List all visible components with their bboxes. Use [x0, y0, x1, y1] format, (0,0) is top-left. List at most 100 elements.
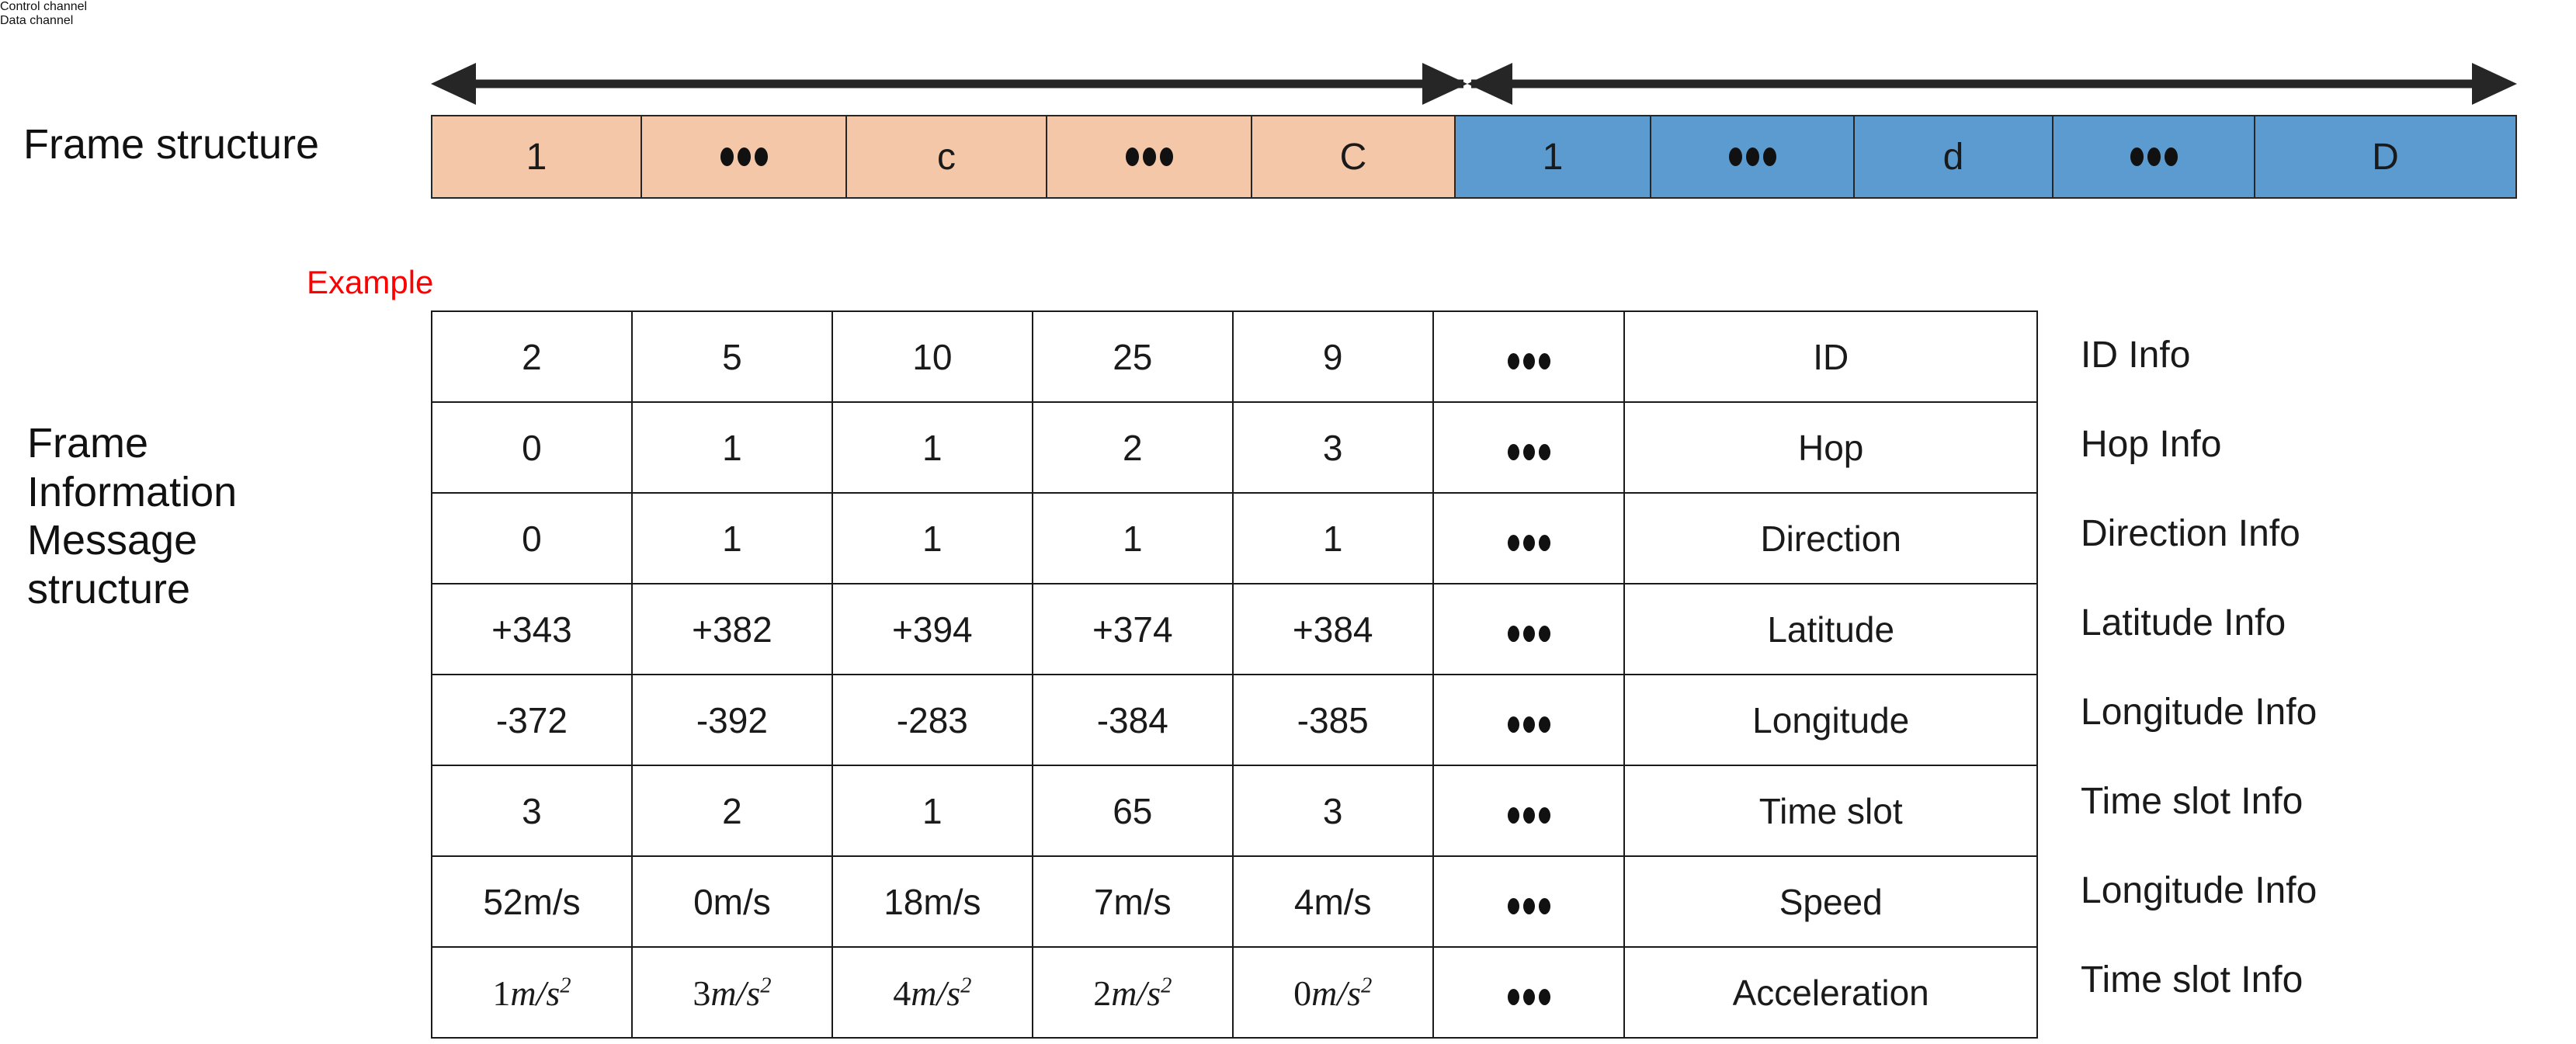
cell-direction-c5: 1: [1231, 492, 1434, 584]
cell-ellipsis-2: [1432, 401, 1626, 494]
frame-cell-10-data: D: [2255, 116, 2515, 197]
cell-hop-c5: 3: [1231, 401, 1434, 494]
cell-latitude-c2: +382: [630, 583, 833, 675]
cell-longitude-c1: -372: [431, 674, 633, 766]
cell-hop-c2: 1: [630, 401, 833, 494]
cell-field-name-6: Time slot: [1623, 765, 2038, 857]
cell-acceleration-c1: 1m/s2: [431, 946, 633, 1039]
ellipsis-icon: [1507, 443, 1550, 460]
cell-longitude-c3: -283: [831, 674, 1033, 766]
cell-hop-c4: 2: [1031, 401, 1234, 494]
cell-speed-c5: 4m/s: [1231, 855, 1434, 948]
cell-acceleration-c2: 3m/s2: [630, 946, 833, 1039]
cell-ellipsis-4: [1432, 583, 1626, 675]
table-row: -372-392-283-384-385 Longitude: [431, 674, 2038, 766]
cell-speed-c2: 0m/s: [630, 855, 833, 948]
frame-cell-4-control: [1047, 116, 1252, 197]
cell-value: 3m/s2: [693, 973, 772, 1013]
cell-ellipsis-5: [1432, 674, 1626, 766]
info-label-8: Time slot Info: [2081, 959, 2303, 1001]
ellipsis-icon: [720, 147, 768, 166]
ellipsis-icon: [1507, 625, 1550, 642]
ellipsis-icon: [1507, 534, 1550, 551]
ellipsis-icon: [1507, 988, 1550, 1005]
cell-longitude-c5: -385: [1231, 674, 1434, 766]
cell-id-c3: 10: [831, 310, 1033, 403]
ellipsis-icon: [1507, 806, 1550, 824]
cell-field-name-5: Longitude: [1623, 674, 2038, 766]
frame-information-message-structure-label: Frame Information Message structure: [27, 420, 238, 612]
cell-ellipsis-8: [1432, 946, 1626, 1039]
control-channel-label: Control channel: [0, 0, 88, 13]
cell-id-c1: 2: [431, 310, 633, 403]
ellipsis-icon: [1507, 716, 1550, 733]
data-channel-arrow-icon: [1467, 63, 2517, 105]
cell-ellipsis-6: [1432, 765, 1626, 857]
cell-time-slot-c3: 1: [831, 765, 1033, 857]
cell-latitude-c3: +394: [831, 583, 1033, 675]
cell-acceleration-c5: 0m/s2: [1231, 946, 1434, 1039]
cell-longitude-c4: -384: [1031, 674, 1234, 766]
cell-latitude-c1: +343: [431, 583, 633, 675]
info-label-1: ID Info: [2081, 335, 2191, 376]
cell-speed-c4: 7m/s: [1031, 855, 1234, 948]
cell-ellipsis-3: [1432, 492, 1626, 584]
info-label-5: Longitude Info: [2081, 692, 2317, 733]
frame-structure-bar: 1 c C 1 d D: [431, 115, 2517, 199]
cell-field-name-2: Hop: [1623, 401, 2038, 494]
cell-field-name-4: Latitude: [1623, 583, 2038, 675]
cell-speed-c1: 52m/s: [431, 855, 633, 948]
cell-id-c5: 9: [1231, 310, 1434, 403]
cell-latitude-c4: +374: [1031, 583, 1234, 675]
frame-structure-row-label: Frame structure: [23, 121, 320, 168]
frame-cell-2-control: [642, 116, 847, 197]
cell-acceleration-c4: 2m/s2: [1031, 946, 1234, 1039]
frame-cell-1-control: 1: [432, 116, 642, 197]
cell-direction-c4: 1: [1031, 492, 1234, 584]
ellipsis-icon: [1125, 147, 1173, 166]
ellipsis-icon: [2130, 147, 2178, 166]
frame-cell-3-control: c: [847, 116, 1047, 197]
frame-cell-label: 1: [1542, 136, 1564, 178]
cell-direction-c1: 0: [431, 492, 633, 584]
cell-speed-c3: 18m/s: [831, 855, 1033, 948]
frame-cell-7-data: [1651, 116, 1855, 197]
example-caption: Example: [307, 264, 434, 300]
cell-field-name-1: ID: [1623, 310, 2038, 403]
cell-latitude-c5: +384: [1231, 583, 1434, 675]
info-label-4: Latitude Info: [2081, 602, 2286, 643]
cell-value: 2m/s2: [1093, 973, 1172, 1013]
cell-field-name-8: Acceleration: [1623, 946, 2038, 1039]
frame-cell-label: C: [1339, 136, 1367, 178]
info-label-7: Longitude Info: [2081, 870, 2317, 911]
frame-cell-8-data: d: [1855, 116, 2054, 197]
data-channel-label: Data channel: [0, 14, 74, 27]
cell-hop-c3: 1: [831, 401, 1033, 494]
ellipsis-icon: [1728, 147, 1776, 166]
cell-time-slot-c1: 3: [431, 765, 633, 857]
cell-time-slot-c4: 65: [1031, 765, 1234, 857]
frame-cell-label: 1: [526, 136, 547, 178]
cell-direction-c3: 1: [831, 492, 1033, 584]
cell-ellipsis-1: [1432, 310, 1626, 403]
cell-ellipsis-7: [1432, 855, 1626, 948]
frame-cell-label: D: [2372, 136, 2399, 178]
cell-value: 0m/s2: [1293, 973, 1373, 1013]
frame-cell-9-data: [2054, 116, 2255, 197]
cell-hop-c1: 0: [431, 401, 633, 494]
cell-time-slot-c5: 3: [1231, 765, 1434, 857]
cell-longitude-c2: -392: [630, 674, 833, 766]
cell-direction-c2: 1: [630, 492, 833, 584]
cell-field-name-7: Speed: [1623, 855, 2038, 948]
cell-id-c4: 25: [1031, 310, 1234, 403]
frame-cell-6-data: 1: [1456, 116, 1651, 197]
info-label-3: Direction Info: [2081, 513, 2300, 554]
ellipsis-icon: [1507, 352, 1550, 369]
